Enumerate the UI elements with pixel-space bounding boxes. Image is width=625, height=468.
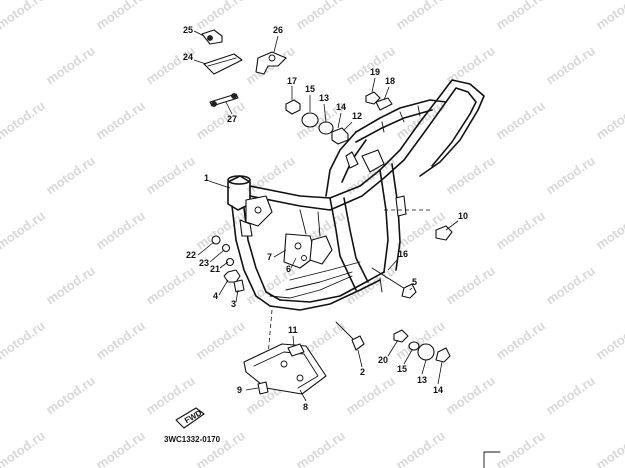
engine-mount-plate (243, 343, 327, 395)
drawing-code: 3WC1332-0170 (164, 435, 221, 444)
watermark-text: motod.ru (193, 428, 248, 468)
watermark-text: motod.ru (493, 318, 548, 363)
watermark-text: motod.ru (443, 373, 498, 418)
watermark-text: motod.ru (593, 98, 625, 143)
corner-mark (483, 451, 501, 468)
watermark-text: motod.ru (293, 428, 348, 468)
watermark-text: motod.ru (193, 98, 248, 143)
watermark-text: motod.ru (443, 263, 498, 308)
callout-1: 1 (204, 173, 209, 183)
callout-14-bottom: 14 (433, 385, 443, 395)
callout-21: 21 (210, 264, 220, 274)
watermark-text: motod.ru (0, 98, 48, 143)
callout-13-top: 13 (319, 93, 329, 103)
callout-12: 12 (352, 111, 362, 121)
callout-4: 4 (213, 291, 218, 301)
callout-14-top: 14 (336, 102, 346, 112)
hardware-right (371, 225, 453, 299)
watermark-text: motod.ru (0, 208, 48, 253)
callout-26: 26 (273, 25, 283, 35)
part-26-bracket (255, 51, 287, 75)
callout-22: 22 (186, 250, 196, 260)
watermark-text: motod.ru (0, 428, 48, 468)
callout-23: 23 (199, 258, 209, 268)
callout-11: 11 (288, 325, 298, 335)
watermark-text: motod.ru (143, 373, 198, 418)
watermark-text: motod.ru (93, 98, 148, 143)
watermark-text: motod.ru (493, 428, 548, 468)
callout-2: 2 (360, 367, 365, 377)
motorcycle-frame (227, 79, 485, 357)
watermark-text: motod.ru (143, 43, 198, 88)
watermark-text: motod.ru (493, 208, 548, 253)
callout-16: 16 (398, 249, 408, 259)
watermark-text: motod.ru (393, 0, 448, 32)
bolt-and-spacers-bottom (335, 321, 451, 363)
watermark-text: motod.ru (93, 428, 148, 468)
watermark-text: motod.ru (43, 263, 98, 308)
watermark-text: motod.ru (193, 0, 248, 32)
watermark-text: motod.ru (193, 208, 248, 253)
callout-20: 20 (378, 355, 388, 365)
callout-18: 18 (385, 76, 395, 86)
watermark-text: motod.ru (593, 318, 625, 363)
part-27-strap (209, 93, 239, 107)
watermark-text: motod.ru (393, 428, 448, 468)
watermark-text: motod.ru (593, 428, 625, 468)
callout-9: 9 (237, 385, 242, 395)
callout-13-bottom: 13 (417, 375, 427, 385)
callout-17: 17 (287, 76, 297, 86)
watermark-text: motod.ru (93, 318, 148, 363)
part-25-clip (201, 29, 223, 45)
watermark-text: motod.ru (143, 263, 198, 308)
callouts: 25 26 24 27 17 15 13 14 12 19 18 1 10 22… (183, 25, 468, 412)
watermark-text: motod.ru (43, 153, 98, 198)
callout-15-bottom: 15 (397, 364, 407, 374)
watermark-text: motod.ru (493, 0, 548, 32)
callout-10: 10 (458, 211, 468, 221)
watermark-text: motod.ru (0, 318, 48, 363)
watermark-text: motod.ru (193, 318, 248, 363)
callout-24: 24 (183, 52, 193, 62)
callout-3: 3 (231, 299, 236, 309)
watermark-text: motod.ru (593, 0, 625, 32)
watermark-text: motod.ru (143, 153, 198, 198)
watermark-text: motod.ru (543, 263, 598, 308)
part-24-pad (203, 53, 243, 75)
callout-6: 6 (286, 264, 291, 274)
watermark-text: motod.ru (543, 153, 598, 198)
watermark-text: motod.ru (343, 373, 398, 418)
callout-25: 25 (183, 25, 193, 35)
callout-5: 5 (412, 277, 417, 287)
watermark-text: motod.ru (293, 0, 348, 32)
hardware-left (211, 235, 245, 293)
front-direction-badge: FWD (175, 407, 205, 429)
callout-15-top: 15 (305, 84, 315, 94)
watermark-text: motod.ru (543, 43, 598, 88)
watermark-text: motod.ru (93, 208, 148, 253)
watermark-text: motod.ru (43, 373, 98, 418)
callout-7: 7 (267, 252, 272, 262)
watermark-text: motod.ru (93, 0, 148, 32)
watermark-text: motod.ru (493, 98, 548, 143)
watermark-text: motod.ru (593, 208, 625, 253)
callout-19: 19 (370, 67, 380, 77)
watermark-text: motod.ru (43, 43, 98, 88)
callout-8: 8 (303, 402, 308, 412)
callout-27: 27 (227, 114, 237, 124)
watermark-text: motod.ru (443, 153, 498, 198)
watermark-text: motod.ru (0, 0, 48, 32)
watermark-text: motod.ru (543, 373, 598, 418)
